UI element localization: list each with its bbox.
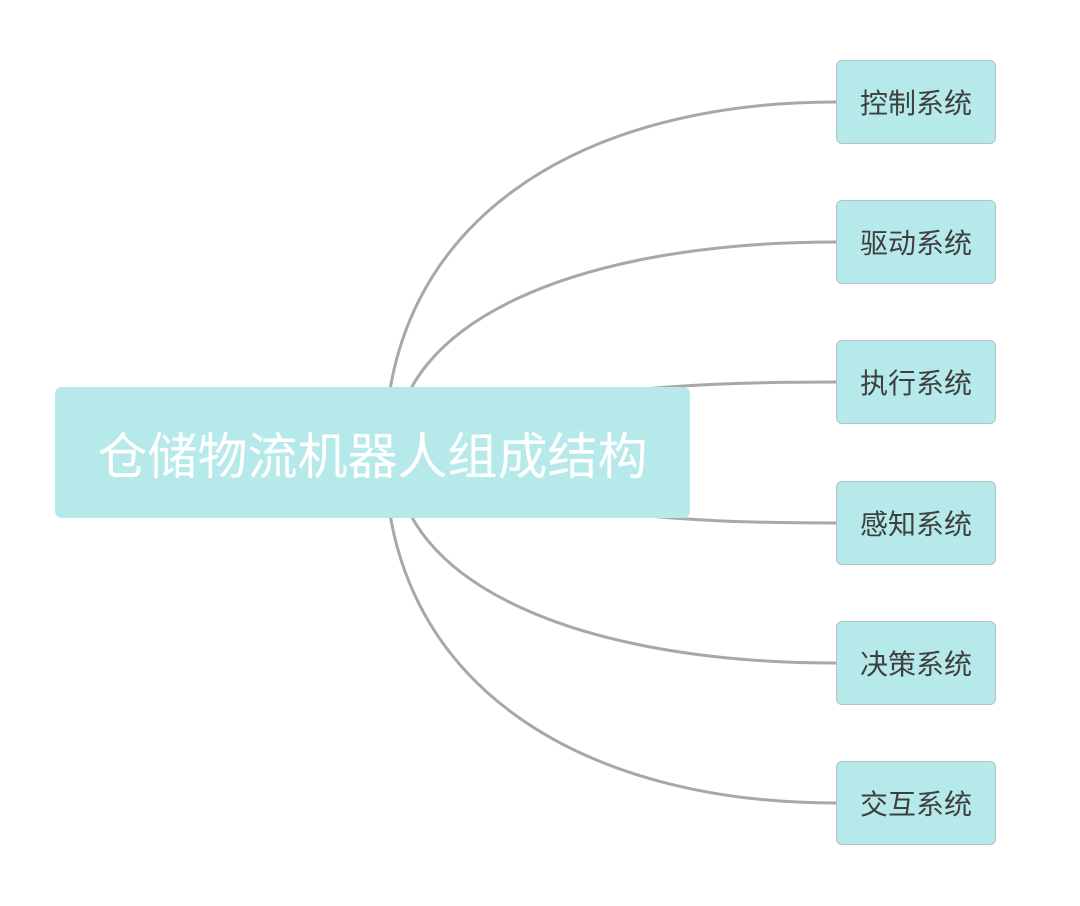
child-node-label: 决策系统	[859, 648, 972, 681]
child-node-label: 交互系统	[859, 788, 972, 821]
root-node-label: 仓储物流机器人组成结构	[97, 427, 648, 486]
child-node-perception[interactable]: 感知系统	[836, 481, 996, 565]
child-node-label: 感知系统	[859, 508, 972, 541]
child-node-label: 控制系统	[859, 87, 972, 120]
child-node-drive[interactable]: 驱动系统	[836, 200, 996, 284]
child-node-control[interactable]: 控制系统	[836, 60, 996, 144]
child-node-label: 驱动系统	[859, 227, 972, 260]
root-node[interactable]: 仓储物流机器人组成结构	[55, 387, 690, 518]
child-node-execution[interactable]: 执行系统	[836, 340, 996, 424]
child-node-interaction[interactable]: 交互系统	[836, 761, 996, 845]
connector-line-6	[383, 451, 837, 805]
connector-line-1	[383, 100, 837, 453]
child-node-decision[interactable]: 决策系统	[836, 621, 996, 705]
child-node-label: 执行系统	[859, 367, 972, 400]
